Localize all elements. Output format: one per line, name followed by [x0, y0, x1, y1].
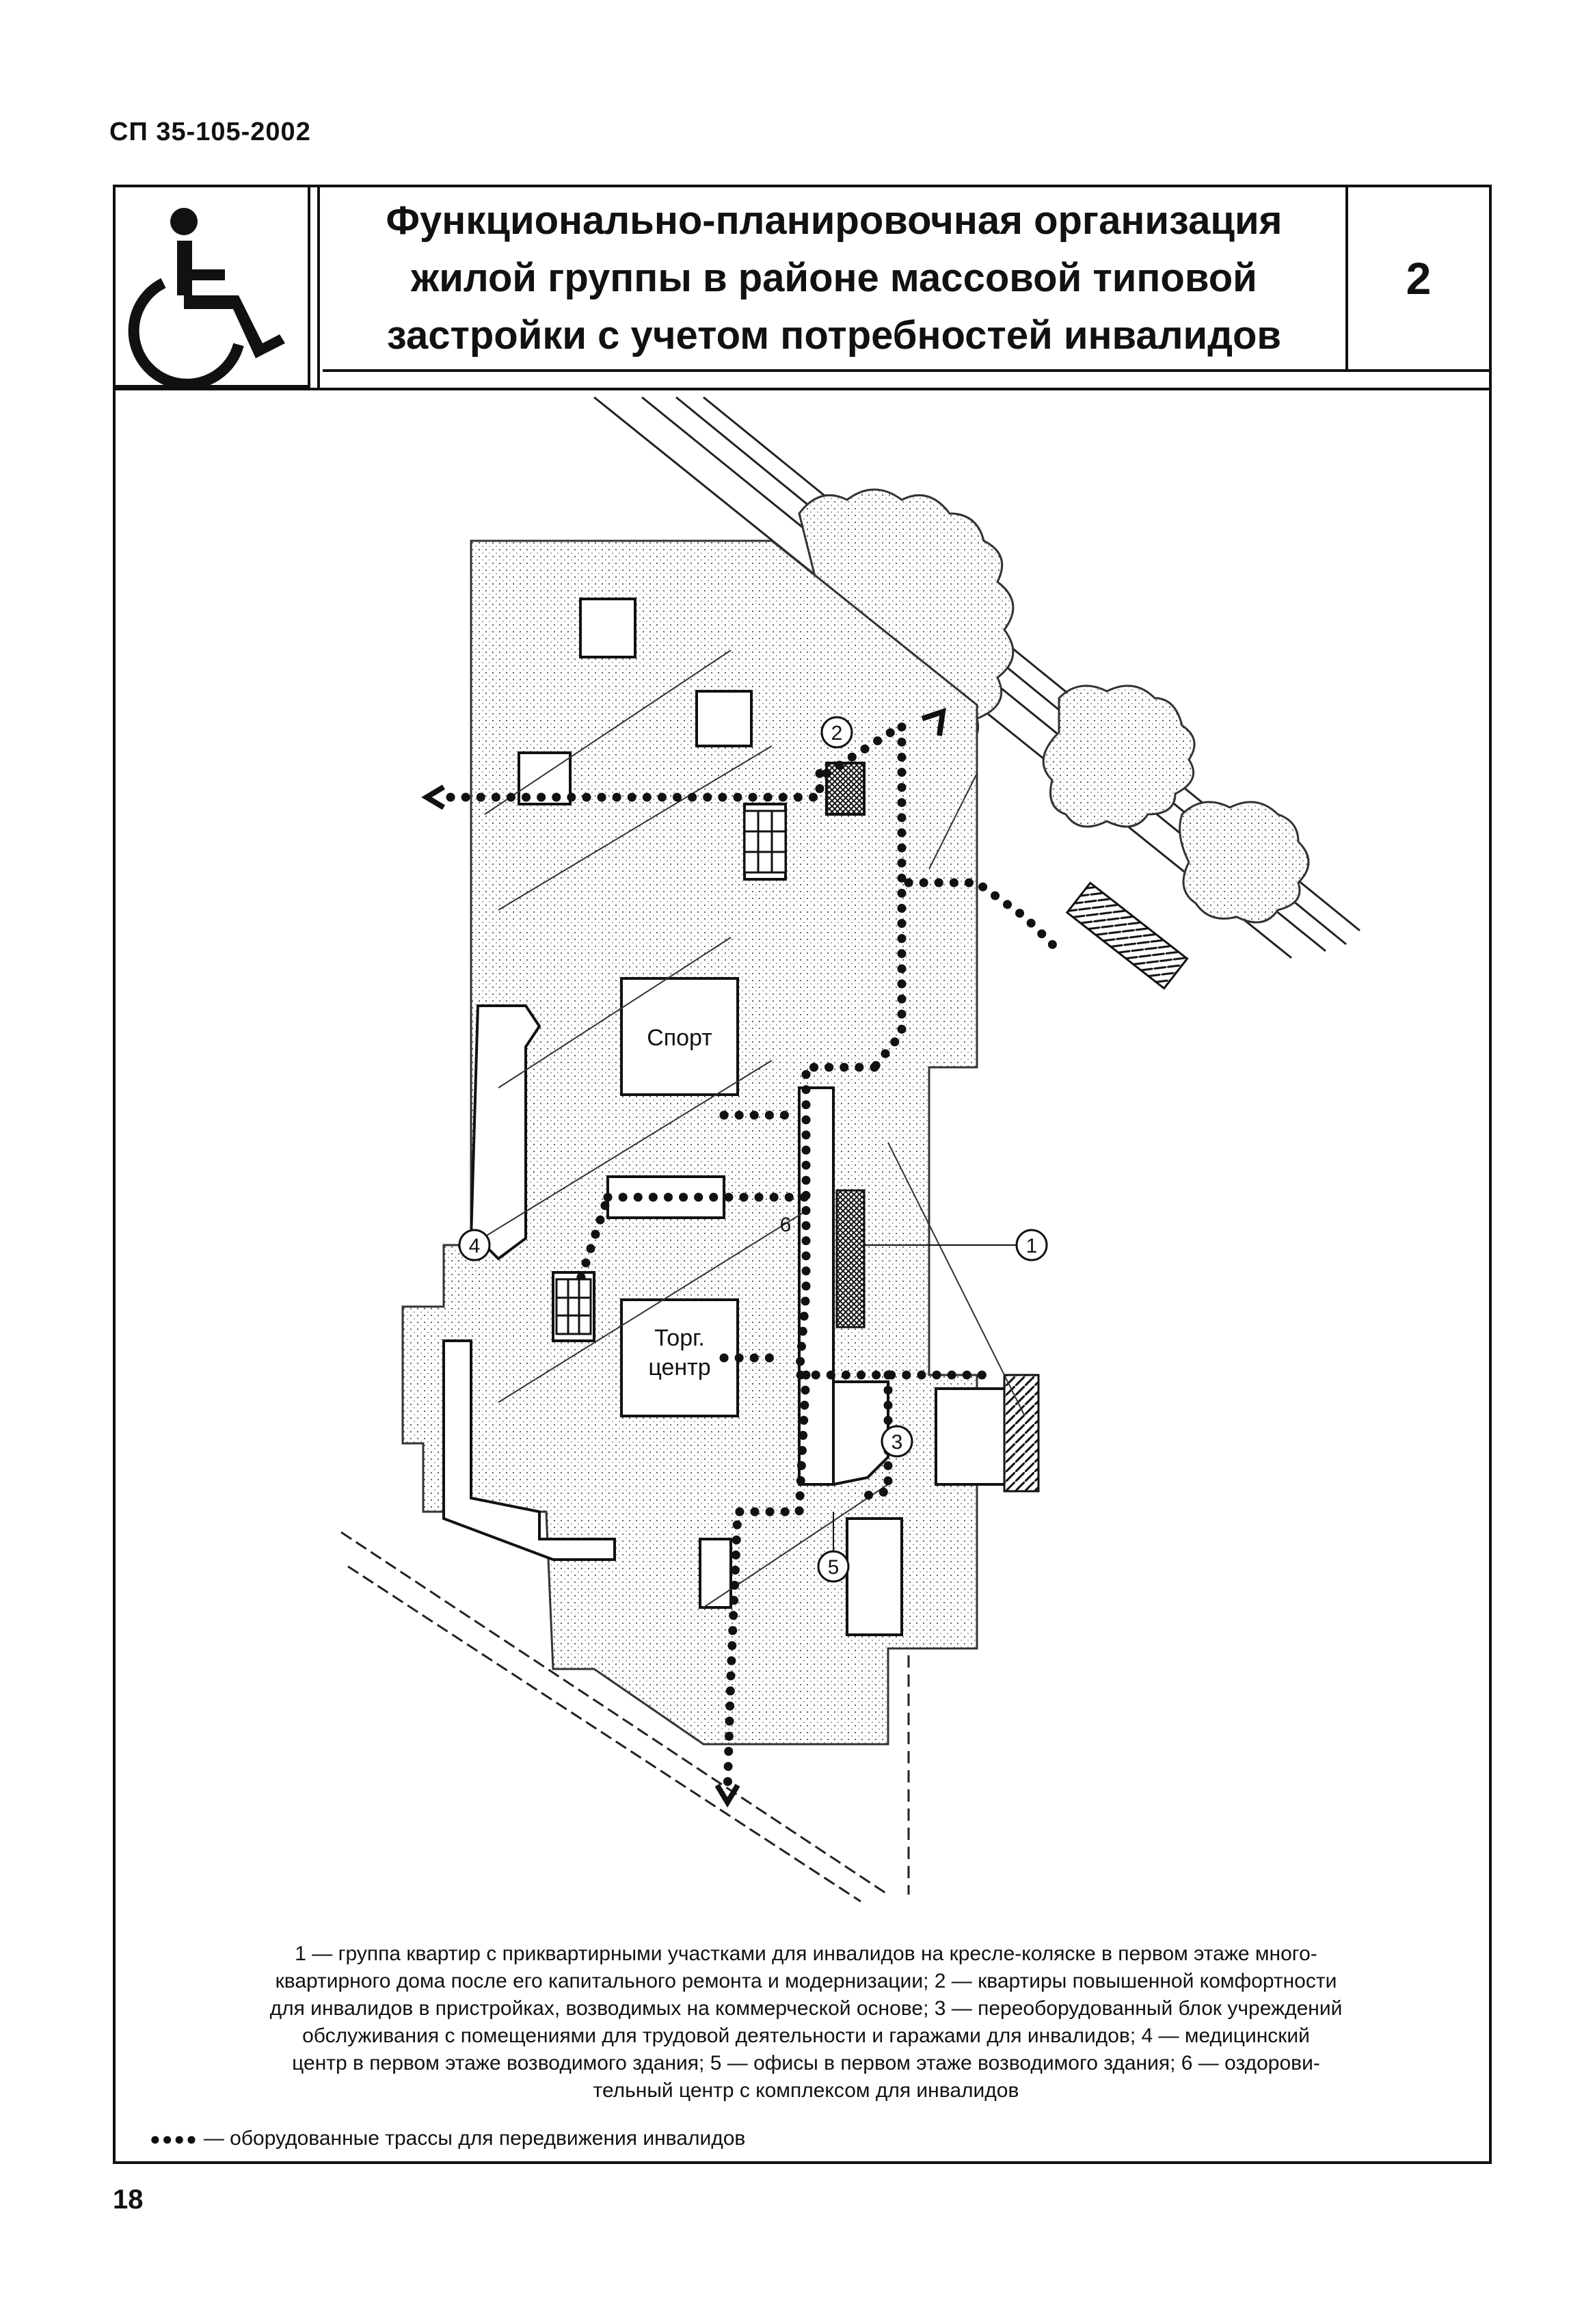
- legend-line: обслуживания с помещениями для трудовой …: [302, 2025, 1310, 2047]
- sheet-number: 2: [1348, 187, 1489, 372]
- label-sport: Спорт: [647, 1025, 712, 1051]
- exit-arrow-south: [714, 1783, 740, 1808]
- window-grid-2: [555, 1278, 592, 1335]
- window-grid-1: [743, 810, 787, 874]
- legend-line: 1 — группа квартир с приквартирными учас…: [295, 1942, 1317, 1965]
- marker-5: 5: [817, 1512, 850, 1583]
- label-trade-1: Торг.: [654, 1325, 705, 1351]
- svg-text:4: 4: [469, 1235, 481, 1257]
- legend-line: центр в первом этаже возводимого здания;…: [292, 2052, 1320, 2074]
- sheet-frame: Функционально-планировочная организация …: [113, 185, 1492, 2164]
- page-number: 18: [113, 2185, 144, 2215]
- icon-box: [116, 187, 310, 390]
- content-box: Спорт Торг. центр 1 2 3 4: [116, 388, 1489, 2161]
- wheelchair-icon: [128, 208, 285, 390]
- marker-4: 4: [458, 1229, 491, 1261]
- marker-1: 1: [864, 1229, 1048, 1261]
- svg-text:1: 1: [1026, 1235, 1038, 1257]
- route-legend: ●●●● — оборудованные трассы для передвиж…: [150, 2127, 745, 2150]
- garage-strip: [1065, 881, 1189, 990]
- hatched-block-2: [825, 762, 866, 816]
- route-dots-symbol: ●●●●: [150, 2128, 198, 2149]
- marker-2: 2: [820, 716, 853, 749]
- document-code: СП 35-105-2002: [109, 118, 311, 146]
- marker-6: 6: [780, 1214, 792, 1236]
- marker-3: 3: [881, 1425, 913, 1458]
- svg-text:6: 6: [780, 1214, 792, 1236]
- icon-box-border: [310, 187, 320, 388]
- route-legend-text: — оборудованные трассы для передвижения …: [203, 2127, 746, 2150]
- svg-text:5: 5: [828, 1556, 840, 1579]
- garage-strip-3: [1003, 1374, 1040, 1493]
- label-trade-2: центр: [648, 1354, 710, 1380]
- site-plan: Спорт Торг. центр 1 2 3 4: [340, 396, 1360, 1903]
- exit-arrow-northeast: [921, 708, 946, 736]
- hatched-block-1: [835, 1189, 866, 1328]
- sheet-header: Функционально-планировочная организация …: [116, 187, 1489, 392]
- accessible-routes: [446, 717, 1064, 1797]
- sheet-title: Функционально-планировочная организация …: [386, 198, 1283, 358]
- exit-arrow-west: [421, 784, 446, 810]
- legend-line: квартирного дома после его капитального …: [275, 1970, 1337, 1992]
- title-box: Функционально-планировочная организация …: [323, 187, 1348, 372]
- legend-line: тельный центр с комплексом для инвалидов: [593, 2079, 1019, 2102]
- svg-text:2: 2: [831, 722, 843, 745]
- legend-text: 1 — группа квартир с приквартирными учас…: [143, 1940, 1469, 2105]
- svg-text:3: 3: [891, 1431, 903, 1454]
- street-bottom: [340, 1531, 889, 1903]
- legend-line: для инвалидов в пристройках, возводимых …: [269, 1997, 1343, 2020]
